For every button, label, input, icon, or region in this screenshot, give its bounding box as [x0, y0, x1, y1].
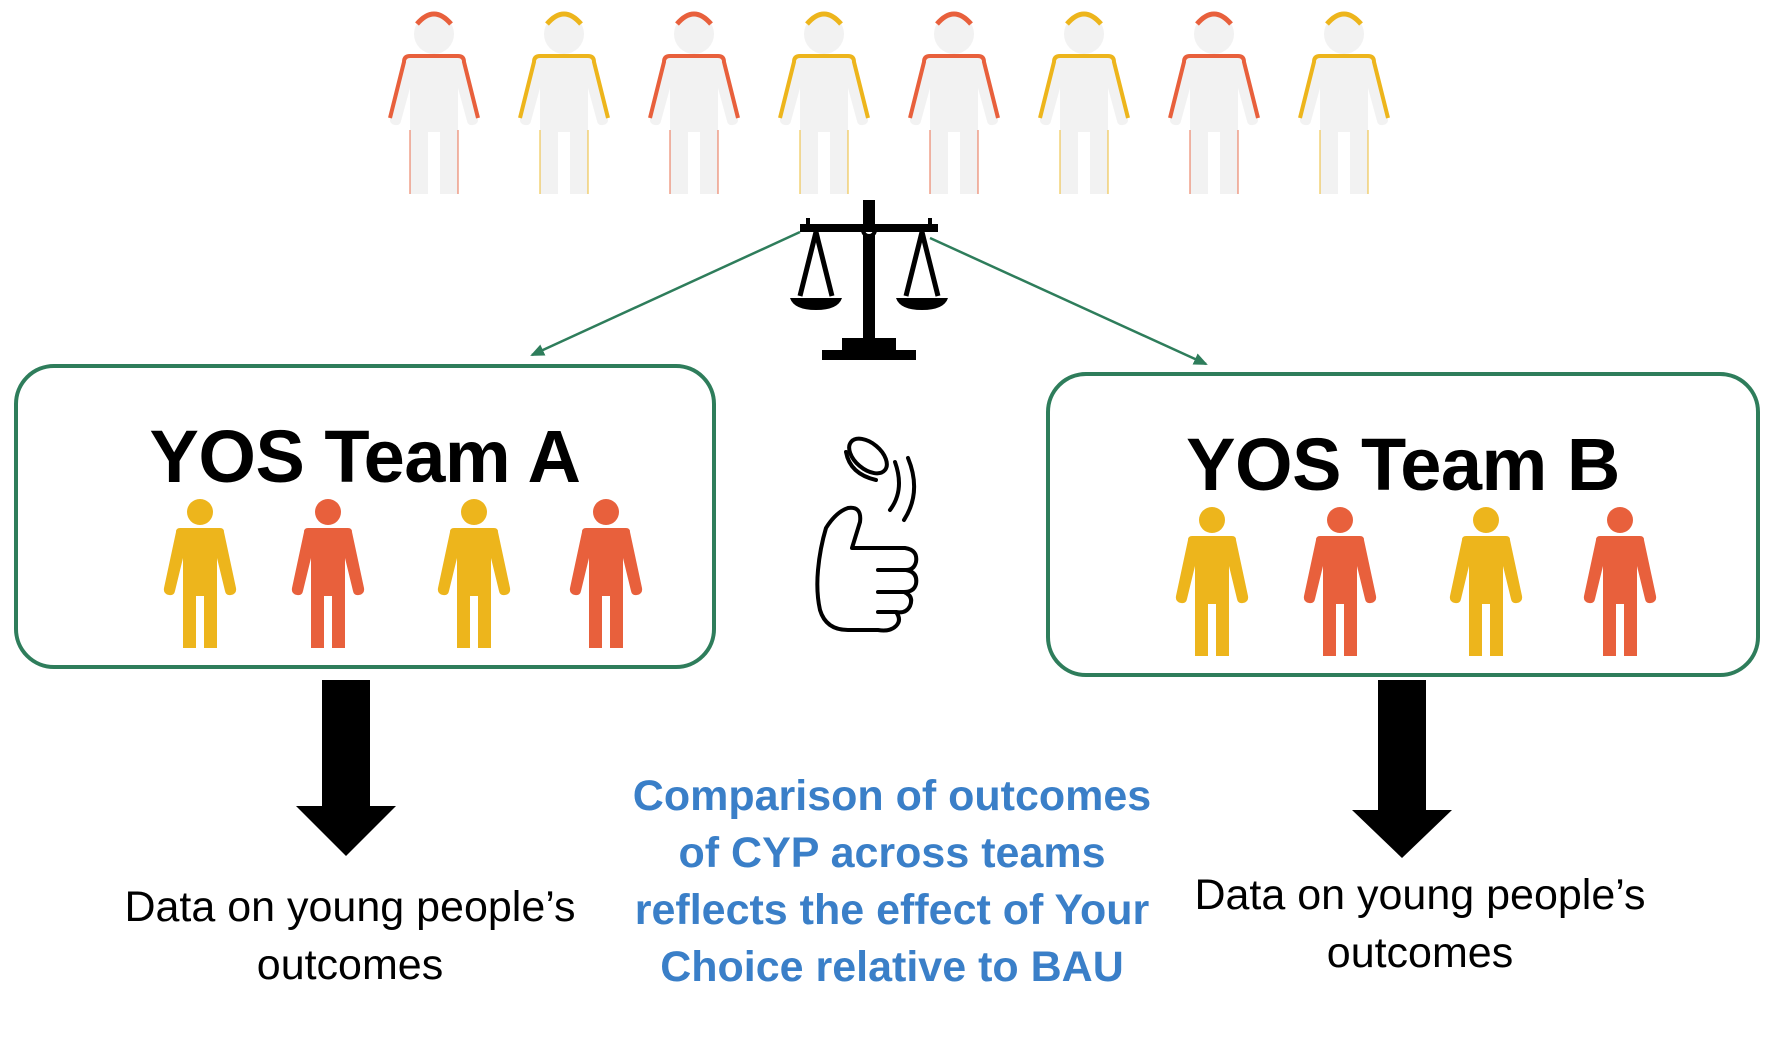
- team-member-icon: [291, 499, 365, 648]
- team-member-icon: [1449, 507, 1523, 656]
- randomise-arrow-left: [530, 230, 801, 357]
- population-row: [388, 11, 1390, 194]
- population-person-icon: [1038, 11, 1130, 194]
- randomise-arrow-right: [929, 236, 1208, 366]
- balance-scale-icon: [790, 200, 948, 360]
- population-person-icon: [778, 11, 870, 194]
- comparison-statement: Comparison of outcomes of CYP across tea…: [632, 772, 1152, 991]
- team-b-title: YOS Team B: [1186, 423, 1620, 506]
- population-person-icon: [518, 11, 610, 194]
- population-person-icon: [1298, 11, 1390, 194]
- outcome-arrow-b: [1352, 680, 1452, 858]
- team-member-icon: [1583, 507, 1657, 656]
- population-person-icon: [648, 11, 740, 194]
- team-member-icon: [569, 499, 643, 648]
- team-member-icon: [1175, 507, 1249, 656]
- team-a-outcome-label: Data on young people’s outcomes: [124, 883, 576, 989]
- population-person-icon: [1168, 11, 1260, 194]
- team-member-icon: [1303, 507, 1377, 656]
- population-person-icon: [908, 11, 1000, 194]
- team-member-icon: [163, 499, 237, 648]
- team-b-people: [1175, 507, 1657, 656]
- team-b-box: YOS Team B: [1046, 372, 1760, 677]
- team-a-title: YOS Team A: [149, 415, 581, 498]
- team-a-people: [163, 499, 643, 648]
- population-person-icon: [388, 11, 480, 194]
- team-member-icon: [437, 499, 511, 648]
- outcome-arrow-a: [296, 680, 396, 856]
- team-b-outcome-label: Data on young people’s outcomes: [1194, 871, 1646, 977]
- team-a-box: YOS Team A: [14, 364, 716, 669]
- coin-flip-icon: [815, 436, 919, 633]
